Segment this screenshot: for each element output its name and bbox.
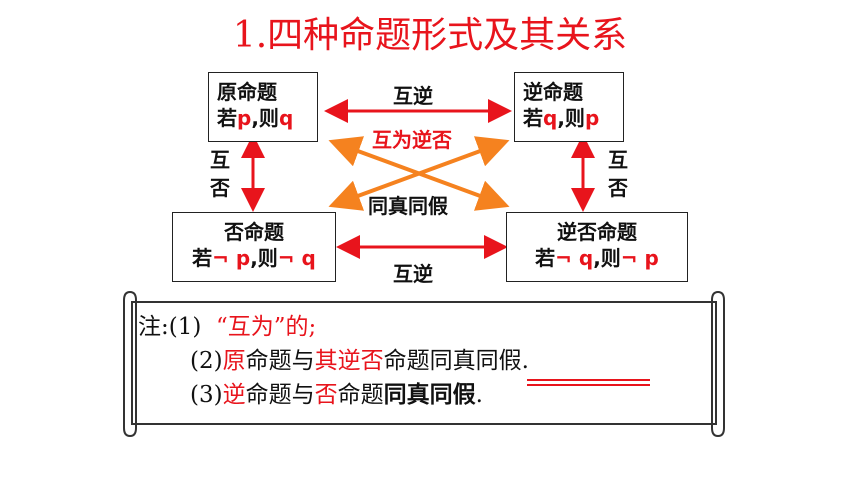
original-proposition-form: 若p,则q — [217, 106, 294, 130]
label-inverse-left: 互否 — [210, 148, 230, 200]
inverse-proposition-box: 否命题 若¬ p,则¬ q — [172, 212, 336, 282]
note-line-2: (2)原命题与其逆否命题同真同假. — [190, 348, 529, 374]
label-inverse-right: 互否 — [608, 148, 628, 200]
inverse-proposition-name: 否命题 — [224, 220, 284, 244]
inverse-proposition-form: 若¬ p,则¬ q — [192, 246, 316, 270]
label-converse-bottom: 互逆 — [393, 262, 433, 286]
note-text: 注:(1) “互为”的; (2)原命题与其逆否命题同真同假. (3)逆命题与否命… — [138, 310, 529, 412]
contrapositive-proposition-name: 逆否命题 — [557, 220, 637, 244]
contrapositive-arrow-2 — [328, 136, 510, 211]
original-proposition-name: 原命题 — [217, 80, 277, 104]
converse-proposition-form: 若q,则p — [523, 106, 600, 130]
original-proposition-box: 原命题 若p,则q — [208, 72, 318, 142]
converse-proposition-box: 逆命题 若q,则p — [514, 72, 624, 142]
label-contrapositive-pair: 互为逆否 — [372, 128, 452, 152]
label-converse-top: 互逆 — [393, 84, 433, 108]
note-line-1: 注:(1) “互为”的; — [138, 314, 317, 340]
converse-proposition-name: 逆命题 — [523, 80, 583, 104]
label-same-truth: 同真同假 — [368, 194, 448, 218]
note-line-3: (3)逆命题与否命题同真同假. — [190, 382, 483, 408]
contrapositive-proposition-form: 若¬ q,则¬ p — [535, 246, 659, 270]
contrapositive-proposition-box: 逆否命题 若¬ q,则¬ p — [506, 212, 688, 282]
note-scroll-frame — [123, 290, 725, 438]
page-title: 1.四种命题形式及其关系 — [232, 15, 628, 56]
